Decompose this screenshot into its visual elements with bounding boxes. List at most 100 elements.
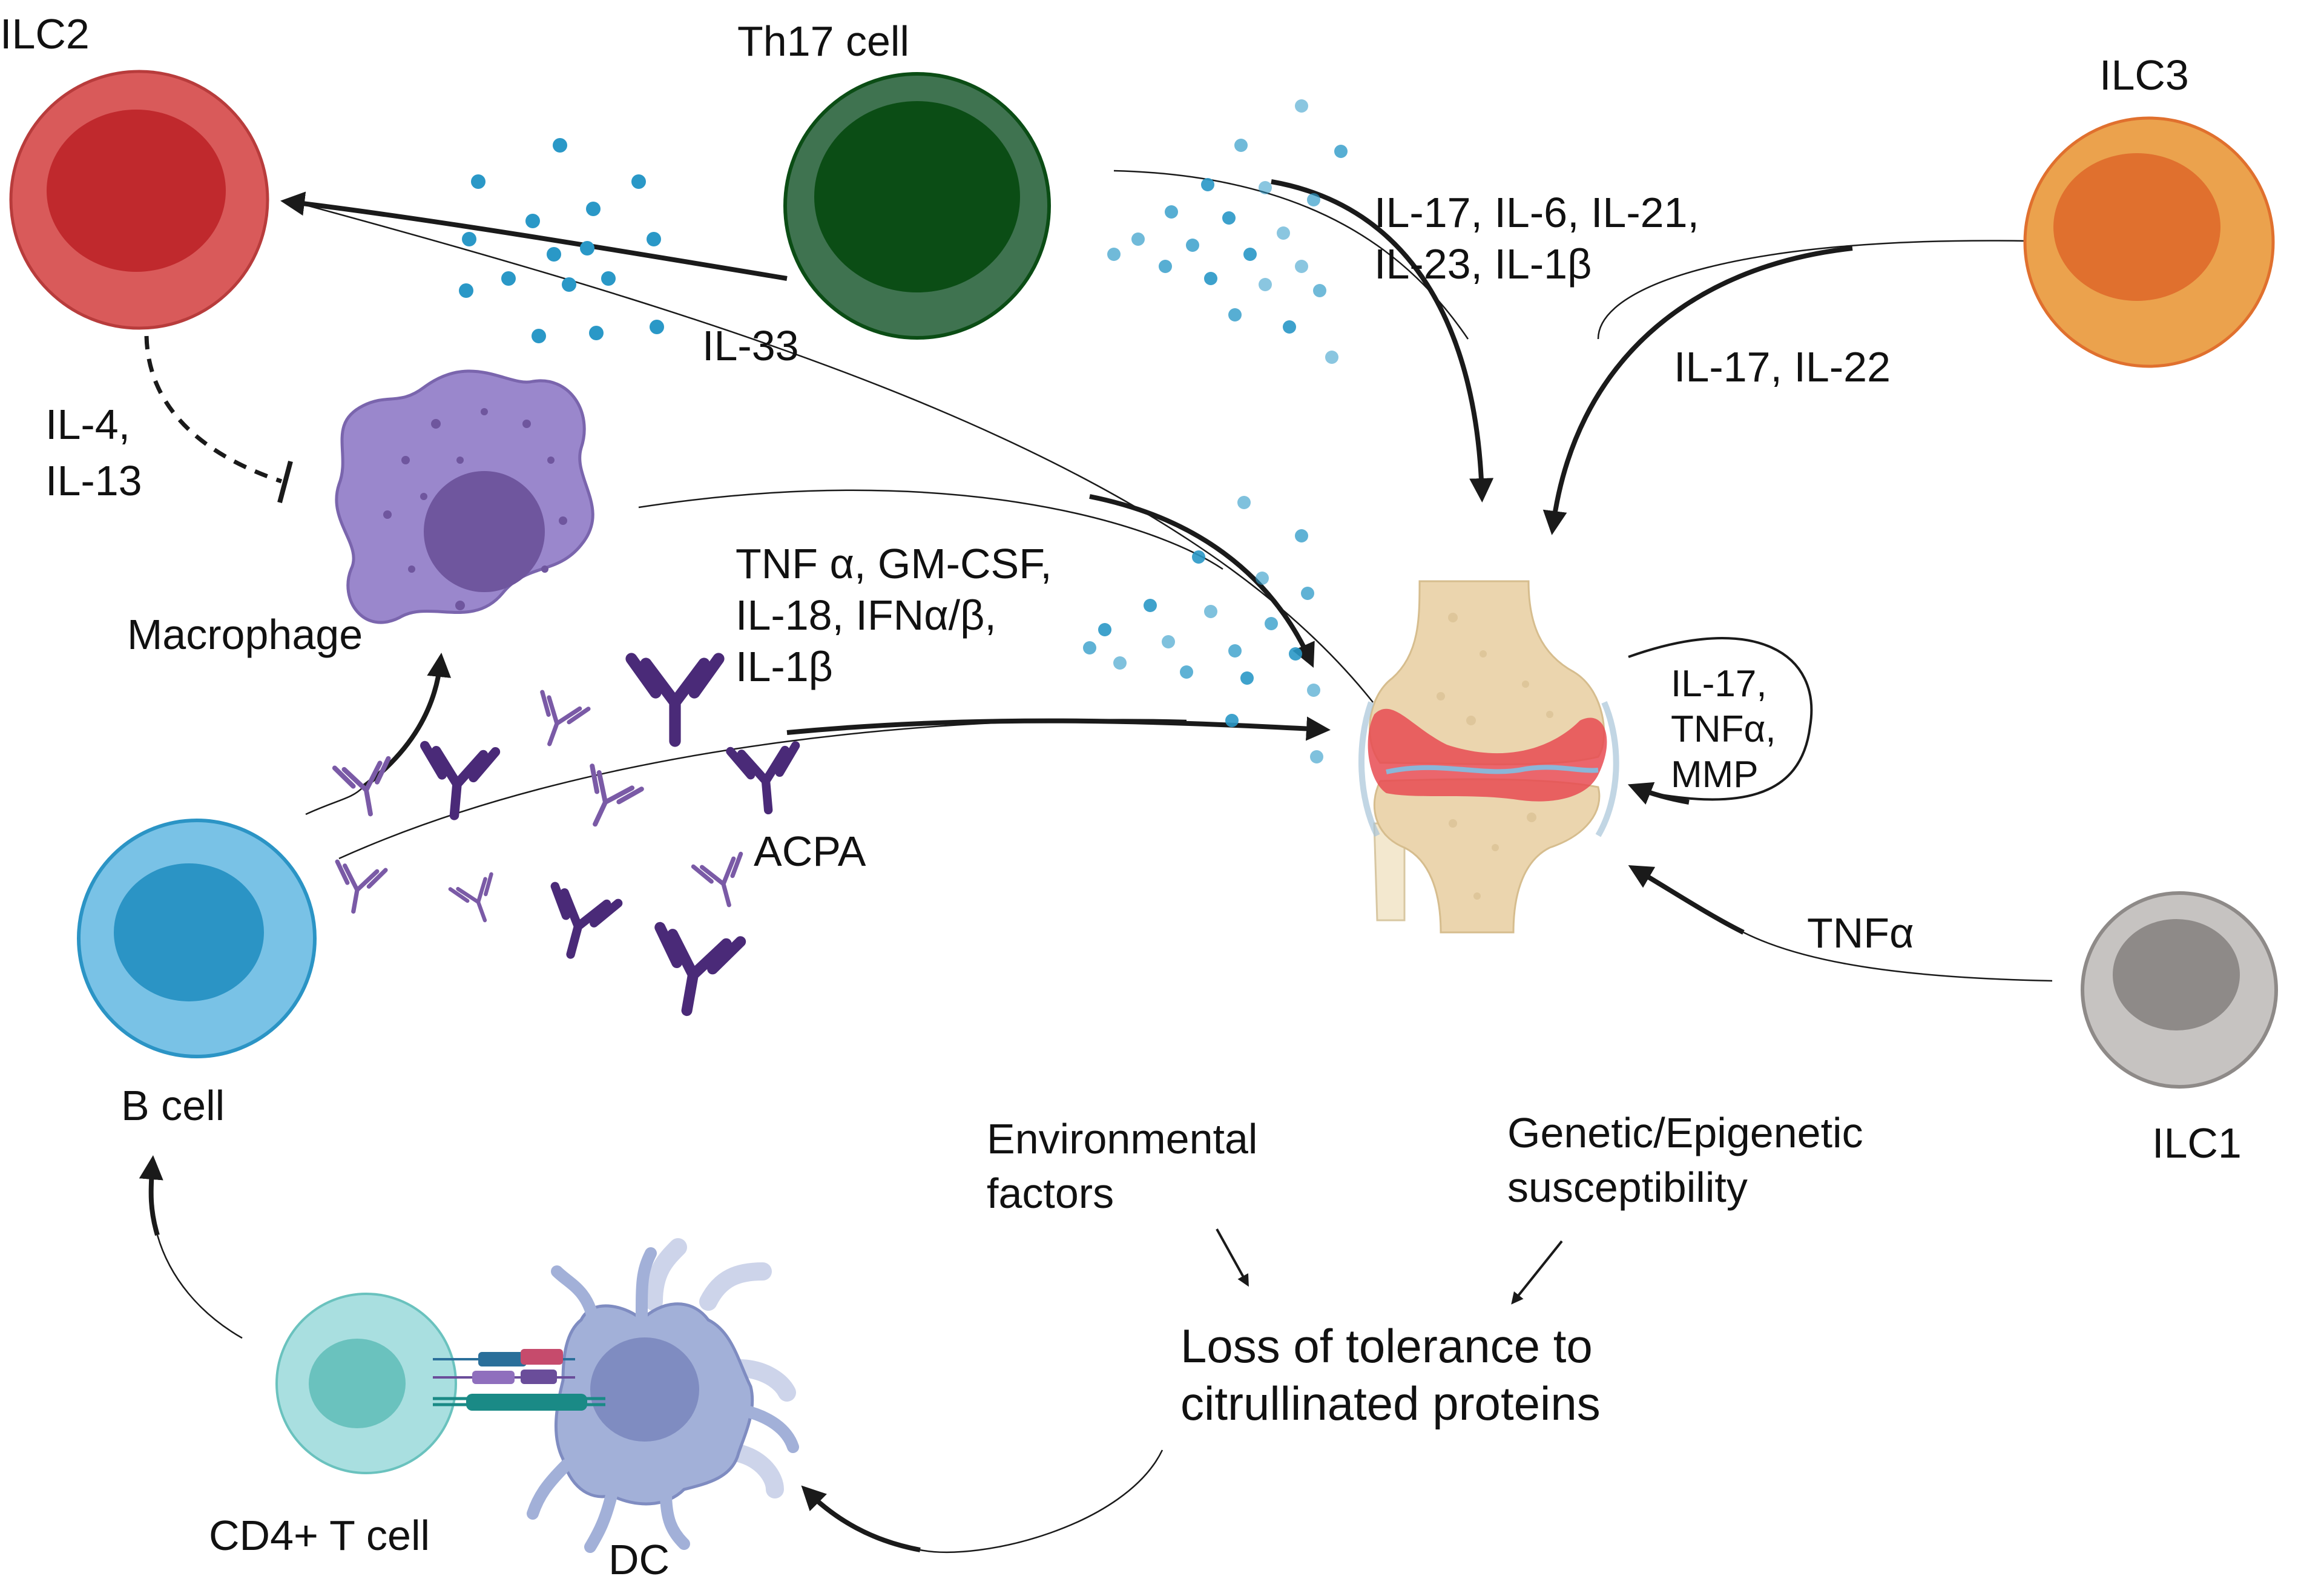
cytokine-dot [601, 271, 616, 286]
il33-arrow-to-ilc2 [280, 191, 788, 281]
ilc3-arrow-to-joint [1542, 246, 1853, 535]
dendritic-cell [527, 1238, 799, 1553]
cytokine-dot [553, 138, 567, 153]
th17-cytokine-dots [1107, 99, 1348, 364]
cytokine-dot [1107, 248, 1121, 261]
ilc1-to-joint-thin-line [1743, 931, 2053, 982]
cytokine-dot [1307, 684, 1320, 697]
macrophage-to-joint-thin-line [638, 489, 1223, 570]
self-loop-line2: TNFα, [1671, 708, 1776, 750]
cytokine-dot [1192, 550, 1205, 564]
cytokine-dot [580, 241, 594, 255]
arrows [139, 170, 2053, 1554]
cytokine-dot [471, 174, 486, 189]
cytokine-dot [1234, 139, 1248, 152]
macrophage-cytokine-dots [1083, 496, 1323, 763]
cytokine-dot [1295, 99, 1308, 113]
cytokine-dot [1289, 647, 1302, 661]
synovium-inflamed [1368, 708, 1607, 802]
cytokine-dot [1083, 641, 1096, 654]
cd4-t-cell [275, 1293, 457, 1474]
cd4-to-bcell-thin-line [156, 1235, 243, 1339]
cytokine-dot [459, 283, 473, 298]
ilc3-to-joint-thin-line [1597, 240, 2029, 340]
cytokine-dot [1295, 260, 1308, 273]
antibody-icon [540, 690, 591, 747]
genetic-line2: susceptibility [1507, 1164, 1748, 1211]
th17-cytokines-line1: IL-17, IL-6, IL-21, [1374, 189, 1699, 236]
dc-label: DC [608, 1536, 670, 1579]
cytokine-dot [1201, 178, 1214, 191]
antibody-icon [590, 763, 644, 827]
antibody-icon [420, 740, 501, 820]
cytokine-dot [1237, 496, 1251, 509]
cytokine-dot [547, 247, 561, 262]
antibody-icon [691, 851, 743, 908]
macrophage-arrow-to-joint [1089, 494, 1315, 668]
bcell-arrow-to-joint [786, 716, 1331, 741]
self-loop-line3: MMP [1671, 754, 1759, 796]
antibody-icon [550, 882, 623, 959]
antibody-icon [726, 741, 800, 815]
self-loop-arrowhead [1627, 782, 1690, 805]
cytokine-dot [1313, 284, 1326, 297]
il4-label-line1: IL-4, [45, 401, 130, 448]
th17-arrow-to-joint [1271, 179, 1494, 503]
cytokine-dot [1180, 665, 1193, 679]
cytokine-dot [586, 202, 601, 216]
cytokine-dot [525, 214, 540, 228]
th17-label: Th17 cell [737, 18, 909, 65]
cytokine-dot [1204, 605, 1217, 618]
antibody-icon [654, 921, 746, 1017]
env-arrow-to-loss [1216, 1228, 1249, 1287]
th17-to-joint-thin-line [1113, 170, 1469, 340]
inhibition-bar [277, 460, 293, 504]
cytokine-dot [1334, 145, 1348, 158]
antibody-icon [448, 872, 493, 923]
cytokine-dot [1225, 714, 1239, 727]
loss-tolerance-line2: citrullinated proteins [1180, 1377, 1601, 1430]
inflamed-joint [1358, 580, 1619, 934]
cytokine-dot [1228, 644, 1242, 658]
self-loop-line1: IL-17, [1671, 663, 1767, 705]
b-cell [77, 819, 317, 1058]
cytokine-dot [1144, 599, 1157, 612]
bcell-to-macrophage-thin-line [305, 786, 364, 816]
cytokine-dot [1186, 239, 1199, 252]
joint-space [1386, 765, 1599, 774]
il4-il13-inhibition-dashed [144, 335, 283, 484]
environmental-line2: factors [987, 1170, 1114, 1217]
th17-cytokines-line2: IL-23, IL-1β [1374, 240, 1592, 288]
environmental-line1: Environmental [987, 1115, 1257, 1162]
cytokine-dot [1113, 656, 1127, 670]
ilc2-label: ILC2 [0, 10, 90, 58]
tcr-mhc-synapse [433, 1349, 605, 1411]
ilc1-arrow-to-joint [1628, 865, 1745, 935]
antibody-icon [332, 756, 391, 817]
cytokine-dot [1301, 587, 1314, 600]
cytokine-dot [1243, 248, 1257, 261]
loss-tolerance-line1: Loss of tolerance to [1180, 1319, 1593, 1373]
cytokine-dot [1256, 572, 1269, 585]
antibody-icon [625, 653, 725, 747]
cytokine-dot [1307, 193, 1320, 206]
loss-to-dc-thin-line [920, 1449, 1164, 1554]
antibody-icon [335, 859, 388, 914]
labels: ILC2 Th17 cell ILC3 Macrophage B cell IL… [0, 10, 2242, 1579]
cytokine-dot [1283, 320, 1296, 334]
cytokine-dot [532, 329, 546, 343]
ilc3-cytokines: IL-17, IL-22 [1674, 343, 1891, 391]
joint-capsule [1358, 701, 1619, 837]
cytokine-dot [501, 271, 516, 286]
cytokine-dot [631, 174, 646, 189]
ilc1-cytokines: TNFα [1807, 909, 1914, 957]
macrophage-cytokines-line1: TNF α, GM-CSF, [736, 540, 1052, 587]
il33-label: IL-33 [702, 322, 799, 369]
cytokine-dot [1259, 278, 1272, 291]
cytokine-dot [1098, 623, 1111, 636]
cd4-arrow-to-bcell [139, 1155, 163, 1236]
cytokine-dot [589, 326, 604, 340]
acpa-antibodies [332, 653, 800, 1017]
macrophage-label: Macrophage [127, 611, 363, 658]
cytokine-dot [1277, 226, 1290, 240]
